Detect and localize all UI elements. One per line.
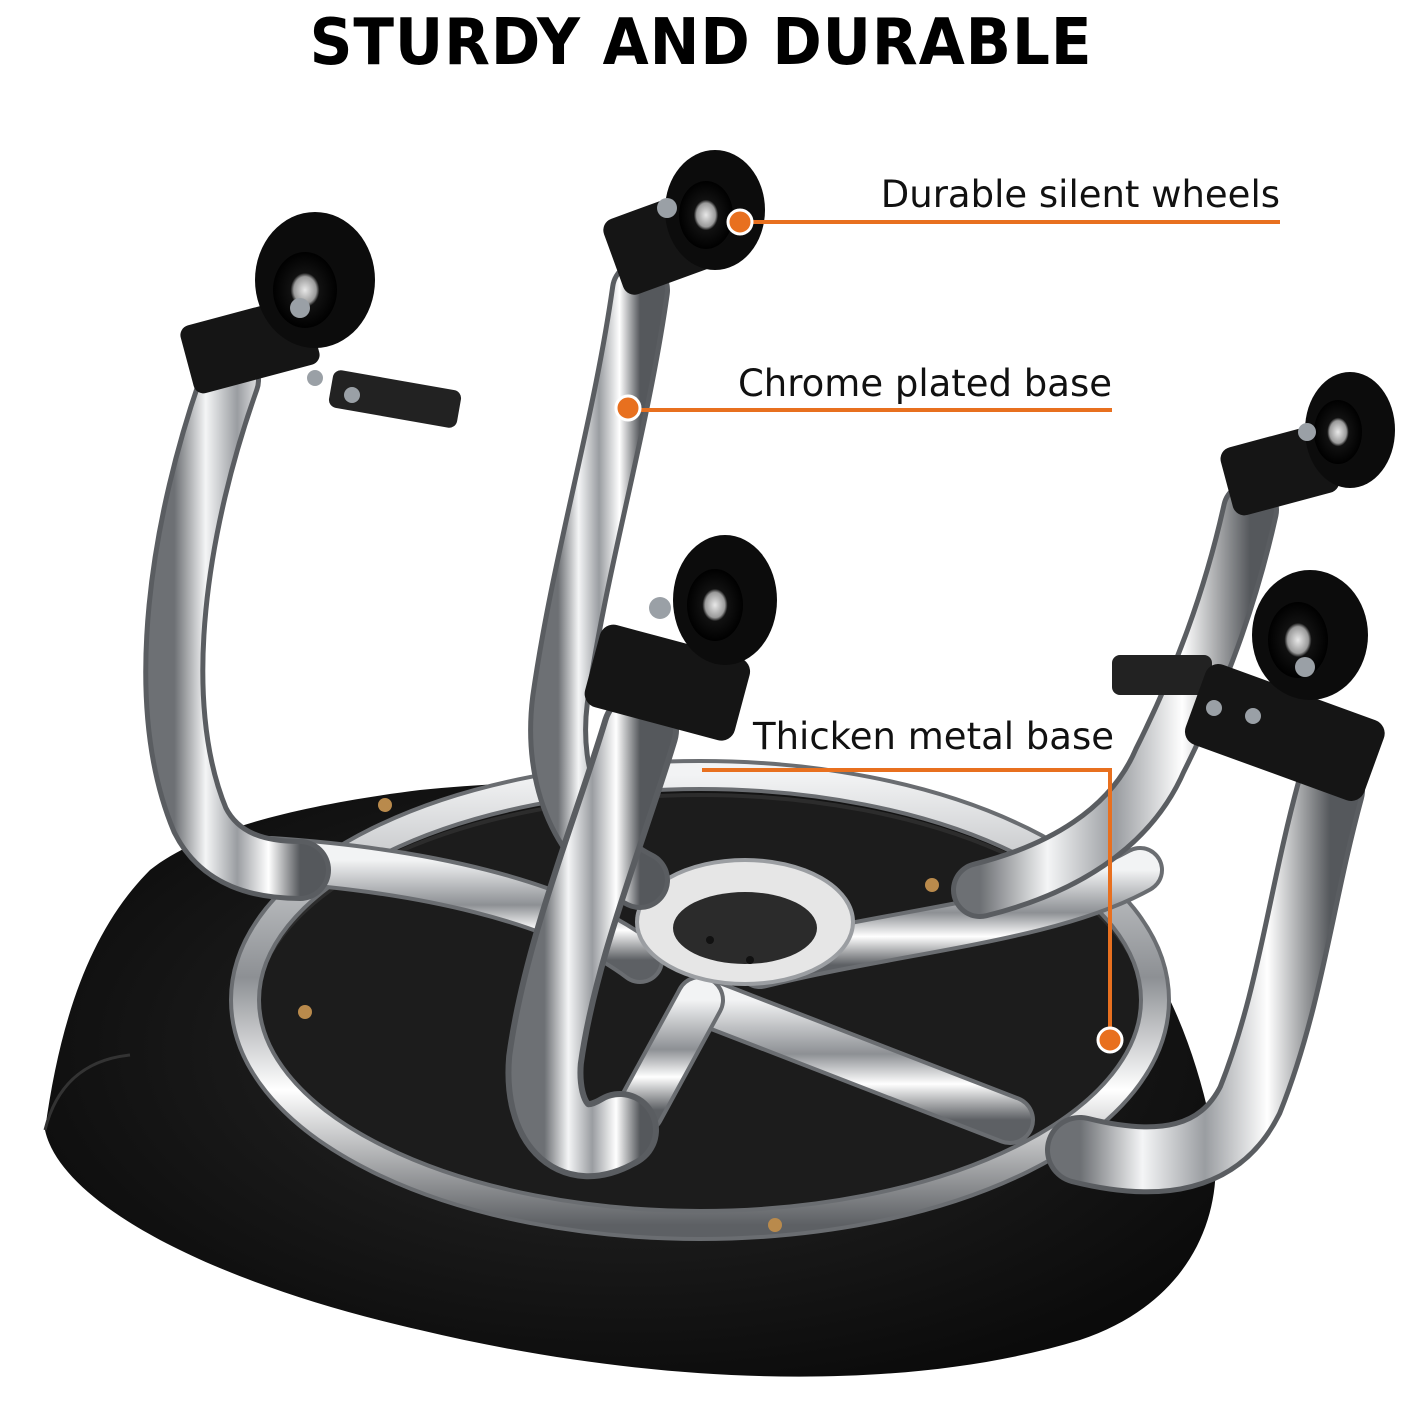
caster-back-left <box>180 212 462 428</box>
callout-markers <box>614 208 1124 1054</box>
callout-marker-metal <box>1096 1026 1124 1054</box>
callout-label-wheels: Durable silent wheels <box>880 173 1280 216</box>
callout-marker-chrome <box>614 394 642 422</box>
chrome-legs <box>143 260 1365 1195</box>
callout-marker-wheels <box>726 208 754 236</box>
caster-front-center <box>584 535 777 741</box>
callout-line-metal <box>702 768 1112 1040</box>
foot-ring <box>229 759 1171 1241</box>
headline: STURDY AND DURABLE <box>309 5 1093 80</box>
center-hub <box>635 858 855 986</box>
callout-label-metal: Thicken metal base <box>753 715 1114 758</box>
callout-lines <box>628 220 1280 1040</box>
caster-back-center <box>603 150 765 295</box>
caster-back-right <box>1220 372 1395 516</box>
caster-front-right <box>1112 570 1385 801</box>
callout-label-chrome: Chrome plated base <box>737 362 1112 405</box>
caster-wheels <box>180 150 1395 801</box>
